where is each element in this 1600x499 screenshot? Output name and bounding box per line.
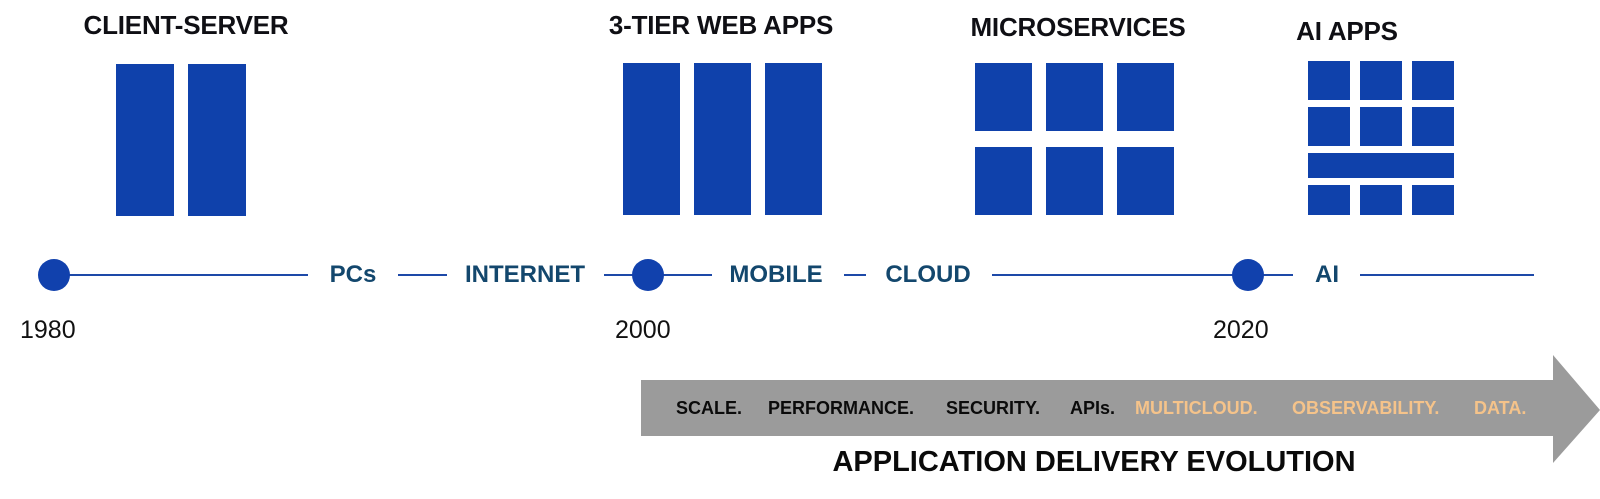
timeline-label-mobile: MOBILE: [729, 261, 823, 288]
timeline-milestone-dot: [632, 259, 664, 291]
era-title-ai-apps: AI APPS: [1296, 16, 1398, 46]
timeline-label-internet: INTERNET: [465, 261, 585, 288]
architecture-block: [1046, 63, 1103, 131]
era-title-microservices: MICROSERVICES: [970, 12, 1186, 42]
theme-observability: OBSERVABILITY.: [1292, 398, 1440, 418]
architecture-block: [1046, 147, 1103, 215]
year-label-2000: 2000: [615, 316, 671, 344]
architecture-block: [1360, 185, 1402, 215]
arrow-shape: [641, 355, 1600, 463]
era-title-client-server: CLIENT-SERVER: [83, 10, 289, 40]
year-label-2020: 2020: [1213, 316, 1269, 344]
architecture-block: [1412, 61, 1454, 100]
architecture-bar: [1308, 153, 1454, 178]
architecture-block: [1117, 63, 1174, 131]
year-label-1980: 1980: [20, 316, 76, 344]
theme-security: SECURITY.: [946, 398, 1041, 418]
theme-performance: PERFORMANCE.: [768, 398, 915, 418]
architecture-block: [1360, 107, 1402, 146]
architecture-block: [188, 64, 246, 216]
architecture-block: [1308, 107, 1350, 146]
architecture-block: [694, 63, 751, 215]
architecture-block: [1308, 61, 1350, 100]
architecture-block: [116, 64, 174, 216]
timeline-segment: [844, 274, 866, 276]
architecture-block: [765, 63, 822, 215]
era-title-3-tier-web-apps: 3-TIER WEB APPS: [608, 10, 834, 40]
timeline-segment: [1360, 274, 1534, 276]
theme-apis: APIs.: [1070, 398, 1116, 418]
architecture-block: [1117, 147, 1174, 215]
architecture-block: [975, 63, 1032, 131]
timeline-milestone-dot: [1232, 259, 1264, 291]
timeline-segment: [398, 274, 447, 276]
architecture-block: [1360, 61, 1402, 100]
architecture-block: [1412, 107, 1454, 146]
architecture-block: [1308, 185, 1350, 215]
theme-multicloud: MULTICLOUD.: [1135, 398, 1258, 418]
timeline-label-ai: AI: [1315, 261, 1339, 288]
timeline-label-pcs: PCs: [329, 261, 377, 288]
timeline-segment: [992, 274, 1293, 276]
theme-scale: SCALE.: [676, 398, 743, 418]
timeline-milestone-dot: [38, 259, 70, 291]
timeline-segment: [54, 274, 308, 276]
architecture-block: [975, 147, 1032, 215]
timeline-label-cloud: CLOUD: [885, 261, 971, 288]
theme-data: DATA.: [1474, 398, 1527, 418]
architecture-block: [1412, 185, 1454, 215]
diagram-caption: APPLICATION DELIVERY EVOLUTION: [832, 446, 1356, 478]
architecture-block: [623, 63, 680, 215]
